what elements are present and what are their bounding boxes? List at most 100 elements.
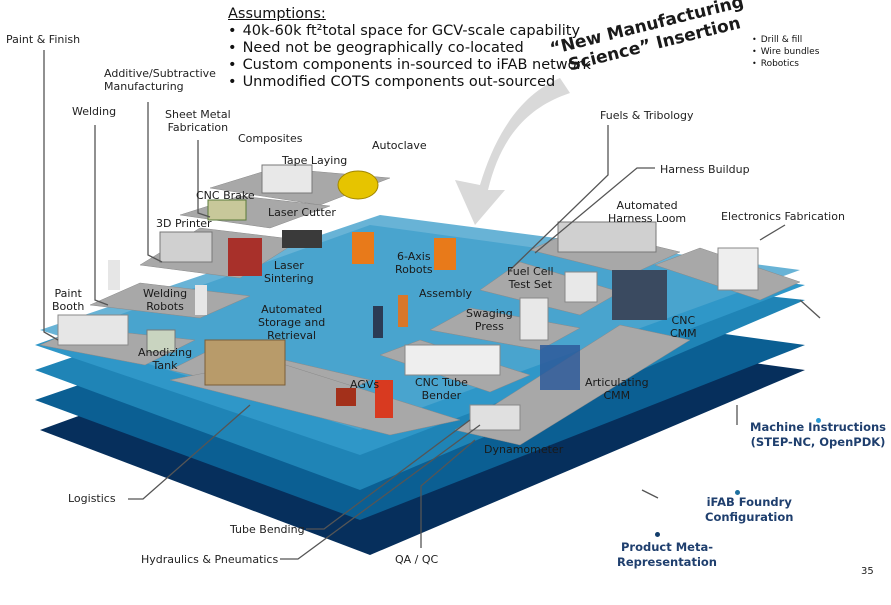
label-cnc-cmm: CNC CMM (670, 314, 697, 340)
label-qa-qc: QA / QC (395, 553, 439, 566)
assumption-item: 40k-60k ft²total space for GCV-scale cap… (228, 23, 591, 40)
layer-label-product-meta: Product Meta- Representation (617, 540, 717, 570)
cnc-cmm (612, 270, 667, 320)
leader-logistics (128, 404, 251, 500)
label-anodizing-line1: Anodizing (138, 346, 193, 359)
label-paint-booth-line1: Paint (54, 287, 82, 300)
robot-2 (434, 238, 456, 270)
printer-3d (159, 231, 213, 263)
platform-welding (89, 282, 251, 319)
label-storage-line3: Retrieval (267, 329, 317, 342)
label-swaging-line2: Press (474, 320, 504, 333)
label-agvs: AGVs (350, 378, 380, 391)
side-bullet: Drill & fill (752, 34, 819, 46)
side-bullet: Robotics (752, 58, 819, 70)
label-swaging-press: Swaging Press (466, 307, 513, 333)
layer-label-foundry-line1: iFAB Foundry (706, 495, 792, 509)
label-cnc-brake: CNC Brake (196, 189, 255, 202)
label-cnc-cmm-line2: CMM (670, 327, 697, 340)
layer-bullet-machine (816, 418, 821, 423)
layer-bullet-foundry (735, 490, 740, 495)
label-hydraulics-pneumatics: Hydraulics & Pneumatics (141, 553, 279, 566)
label-storage-line1: Automated (261, 303, 323, 316)
label-fuels-tribology: Fuels & Tribology (600, 109, 694, 122)
leader-sheet-metal (197, 140, 211, 218)
label-articulating-cmm-line1: Articulating (585, 376, 649, 389)
anodizing-tank (146, 329, 176, 353)
label-harness-buildup: Harness Buildup (660, 163, 750, 176)
label-tube-bending: Tube Bending (230, 523, 305, 536)
electronics-fab-machine (717, 247, 759, 291)
label-welding-robots-line1: Welding (143, 287, 188, 300)
assumption-item: Need not be geographically co-located (228, 40, 591, 57)
label-laser-sintering-line1: Laser (273, 259, 304, 272)
label-anodizing-tank: Anodizing Tank (138, 346, 192, 372)
leader-electronics (759, 224, 786, 241)
cnc-brake (207, 199, 247, 221)
label-composites: Composites (238, 132, 303, 145)
label-harness-loom-line2: Harness Loom (608, 212, 687, 225)
label-logistics: Logistics (68, 492, 116, 505)
assumption-item: Custom components in-sourced to iFAB net… (228, 57, 591, 74)
label-articulating-cmm: Articulating CMM (585, 376, 649, 402)
assumptions-title: Assumptions: (228, 6, 326, 22)
label-cnc-tube-bender: CNC Tube Bender (415, 376, 468, 402)
assumption-item: Unmodified COTS components out-sourced (228, 74, 591, 91)
storage-racks (204, 339, 286, 386)
label-storage-retrieval: Automated Storage and Retrieval (258, 303, 325, 342)
label-anodizing-line2: Tank (152, 359, 178, 372)
label-fuel-cell-line2: Test Set (508, 278, 552, 291)
layer-label-machine-line1: Machine Instructions (750, 420, 886, 434)
label-6-axis-line2: Robots (395, 263, 433, 276)
leader-paint-finish (43, 50, 59, 341)
label-welding-robots-line2: Robots (146, 300, 184, 313)
paint-booth (57, 314, 129, 346)
worker-2 (398, 295, 408, 327)
label-dynamometer: Dynamometer (484, 443, 564, 456)
fuel-cell-test-set (564, 271, 598, 303)
worker-1 (373, 306, 383, 338)
layer-label-machine-instructions: Machine Instructions (STEP-NC, OpenPDK) (750, 420, 886, 450)
layer-label-product-line1: Product Meta- (620, 540, 713, 554)
label-cnc-cmm-line1: CNC (671, 314, 696, 327)
welding-robot-2 (195, 285, 207, 315)
label-sheet-metal: Sheet Metal Fabrication (165, 108, 231, 134)
label-paint-booth: Paint Booth (52, 287, 84, 313)
leader-harness-buildup (534, 167, 655, 254)
agv-1 (336, 388, 356, 406)
harness-loom (557, 221, 657, 253)
leader-hydraulics (280, 424, 481, 560)
label-fuel-cell-line1: Fuel Cell (507, 265, 554, 278)
label-laser-cutter: Laser Cutter (268, 206, 336, 219)
layer-label-product-line2: Representation (617, 555, 717, 569)
label-6-axis-line1: 6-Axis (397, 250, 431, 263)
label-additive: Additive/Subtractive Manufacturing (104, 67, 216, 93)
leader-additive (147, 102, 163, 263)
label-electronics-fabrication: Electronics Fabrication (721, 210, 845, 223)
autoclave (337, 170, 379, 200)
leader-layer-product (641, 489, 659, 499)
label-sheet-metal-line1: Sheet Metal (165, 108, 231, 121)
label-harness-loom: Automated Harness Loom (608, 199, 686, 225)
label-assembly: Assembly (419, 287, 473, 300)
articulating-cmm (540, 345, 580, 390)
laser-cutter (282, 230, 322, 248)
layer-label-machine-line2: (STEP-NC, OpenPDK) (750, 435, 886, 449)
tape-laying-machine (261, 164, 313, 194)
leader-layer-machine (799, 299, 821, 319)
cnc-tube-bender (404, 344, 501, 376)
label-autoclave: Autoclave (372, 139, 427, 152)
leader-tube-bending (306, 419, 471, 530)
label-storage-line2: Storage and (258, 316, 326, 329)
label-3d-printer: 3D Printer (156, 217, 212, 230)
label-laser-sintering: Laser Sintering (264, 259, 314, 285)
label-additive-line1: Additive/Subtractive (104, 67, 216, 80)
agv-2 (375, 380, 393, 418)
layer-bullet-product (655, 532, 660, 537)
label-welding-robots: Welding Robots (143, 287, 187, 313)
leader-fuels (509, 125, 609, 271)
label-cnc-tube-bender-line1: CNC Tube (415, 376, 468, 389)
welding-robot-1 (108, 260, 120, 290)
label-articulating-cmm-line2: CMM (603, 389, 631, 402)
side-bullets: Drill & fill Wire bundles Robotics (752, 34, 820, 70)
